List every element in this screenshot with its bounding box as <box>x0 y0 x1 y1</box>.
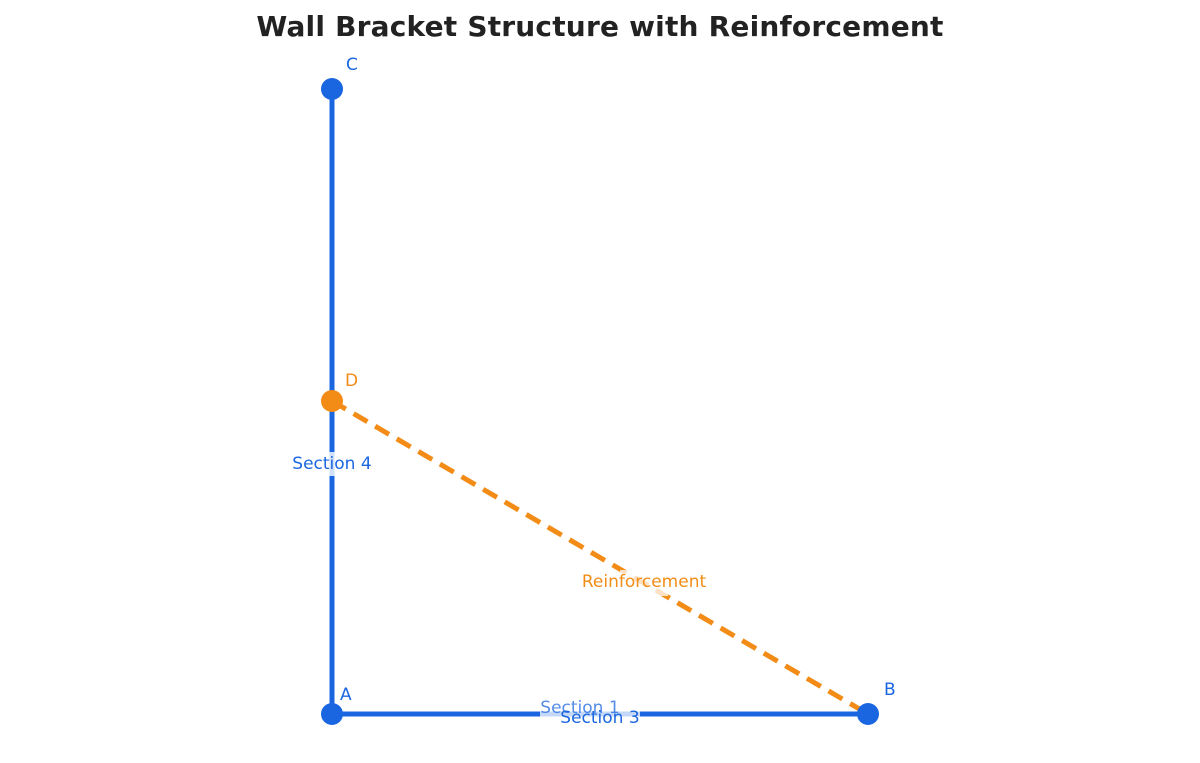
label-a: A <box>340 685 352 705</box>
node-a <box>321 703 343 725</box>
section-1-label: Section 1 <box>540 698 619 718</box>
node-c <box>321 78 343 100</box>
label-d: D <box>345 371 358 391</box>
node-d <box>321 390 343 412</box>
section-4-label-bg <box>326 452 338 476</box>
node-b <box>857 703 879 725</box>
reinforcement-label: Reinforcement <box>582 572 707 592</box>
section-label-bg <box>540 706 640 718</box>
label-b: B <box>884 680 896 700</box>
reinforcement-label-bg <box>620 570 668 596</box>
diagram-title: Wall Bracket Structure with Reinforcemen… <box>256 10 944 43</box>
reinforcement-segment <box>330 398 870 717</box>
section-4-label: Section 4 <box>292 454 371 474</box>
label-c: C <box>346 55 358 75</box>
section-3-label: Section 3 <box>560 708 639 728</box>
